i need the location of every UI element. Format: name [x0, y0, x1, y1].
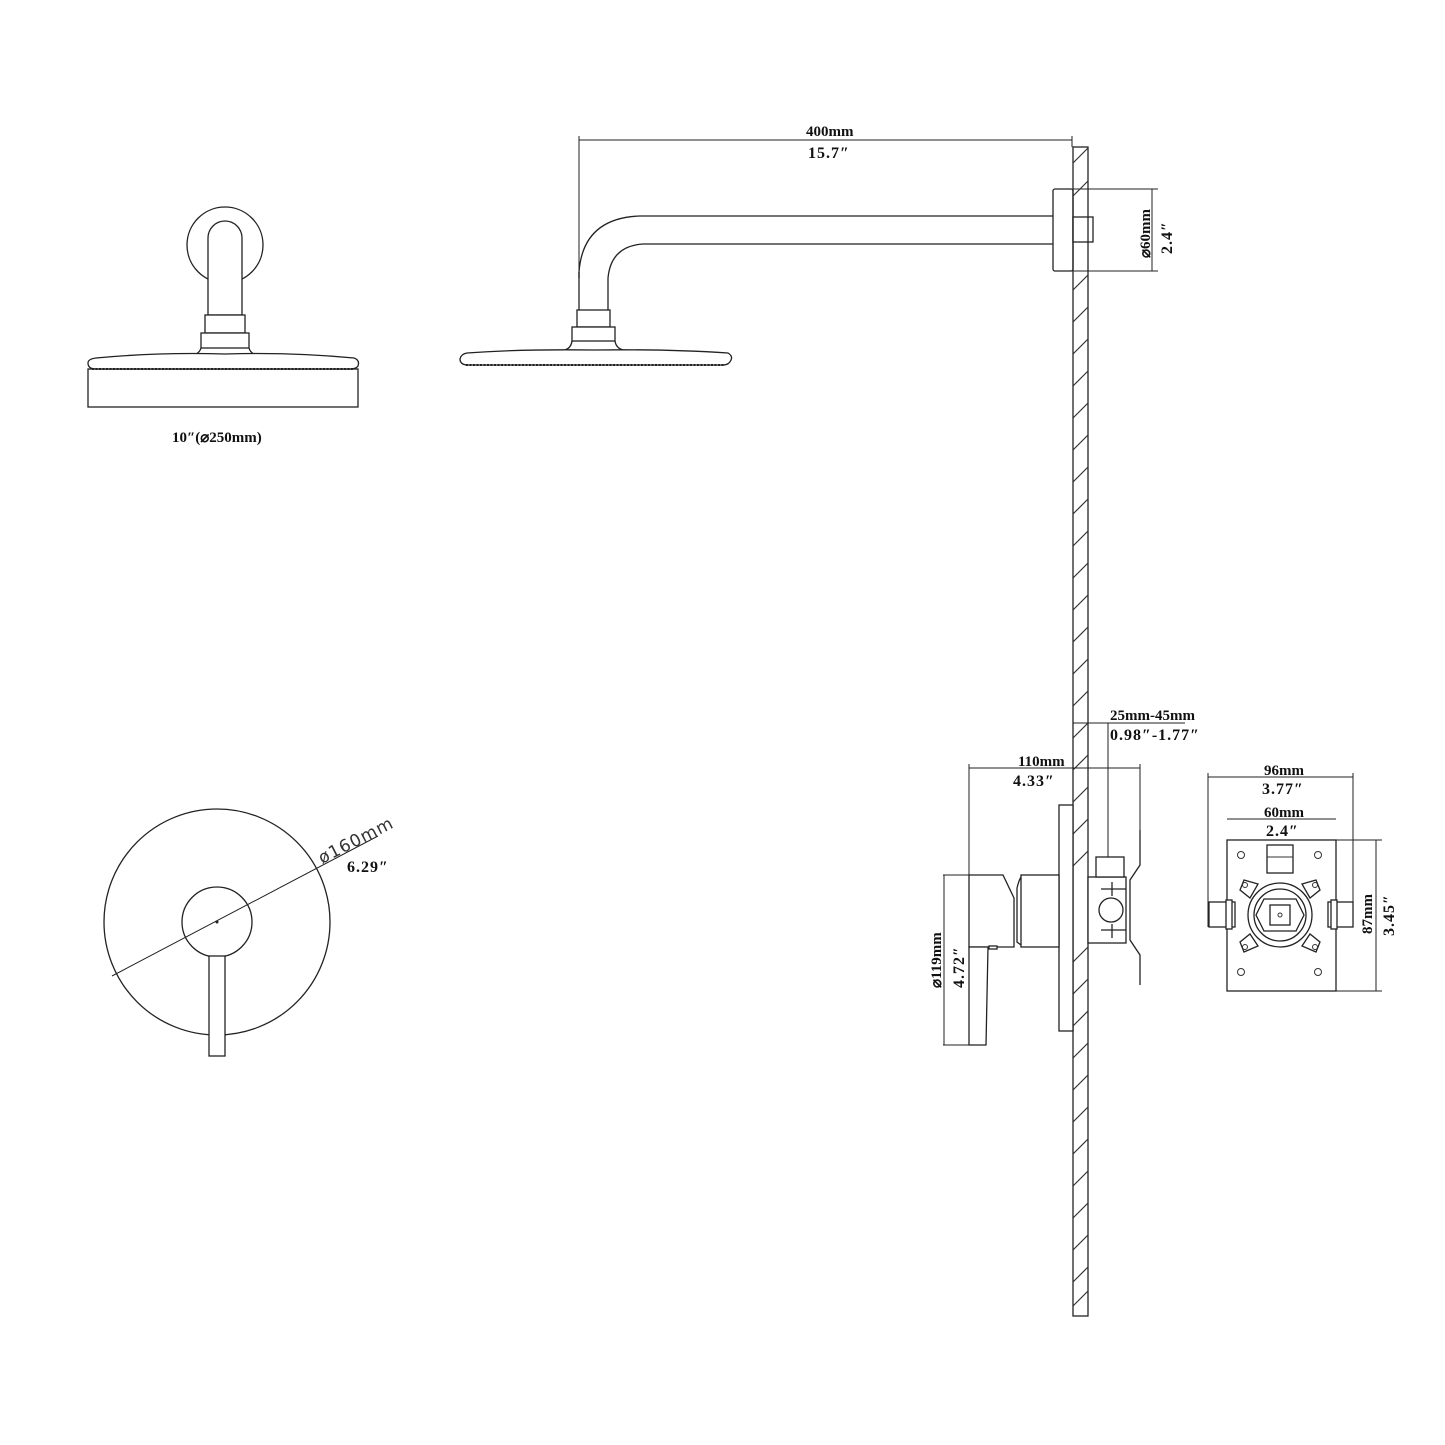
pipe-right-ring: [1330, 899, 1338, 930]
body-height-mm: 87mm: [1360, 894, 1376, 934]
valve-center-dot: [1277, 912, 1283, 918]
wall-hatching: [1072, 147, 1089, 1307]
trim-dia-dim-line: [111, 835, 379, 977]
inner-width-in: 2.4″: [1266, 823, 1299, 840]
valve-hex-nut: [1255, 898, 1305, 932]
outlet-top: [1266, 844, 1294, 874]
arm-outer-edge: [578, 215, 1053, 278]
wall-section: [1072, 146, 1089, 1317]
ear-tl: [1239, 879, 1259, 899]
mounting-bracket: [1129, 830, 1141, 985]
valve-body-inner: [1253, 888, 1307, 942]
depth-mm: 110mm: [1018, 754, 1065, 770]
body-height-in: 3.45″: [1381, 894, 1398, 936]
handle-block: [968, 874, 1015, 948]
showerhead-side: [459, 349, 733, 366]
escutcheon-neck: [1016, 876, 1022, 946]
wall-range-mm: 25mm-45mm: [1110, 708, 1195, 724]
escutcheon-body: [1020, 874, 1060, 948]
valve-body-front-view: 96mm 3.77″ 60mm 2.4″: [1207, 763, 1398, 992]
handle-lever: [208, 955, 226, 1057]
plate-dia-in: 4.72″: [951, 946, 968, 988]
body-width-mm: 96mm: [1264, 763, 1304, 779]
ear-hole-bl: [1242, 944, 1248, 950]
connector-fillet-side: [564, 340, 624, 351]
ear-tr: [1301, 879, 1321, 899]
inner-width-mm: 60mm: [1264, 805, 1304, 821]
showerhead-front-view: 10″(⌀250mm): [87, 206, 360, 446]
set-screw: [988, 945, 998, 950]
arm-collar-side: [576, 309, 611, 328]
flange-insert: [1072, 216, 1094, 243]
arm-length-mm: 400mm: [806, 124, 854, 140]
arm-length-in: 15.7″: [808, 145, 850, 162]
trim-dia-in: 6.29″: [347, 859, 389, 876]
connector-side: [571, 326, 616, 342]
ear-hole-br: [1312, 944, 1318, 950]
showerhead-diameter-label: 10″(⌀250mm): [172, 430, 262, 446]
pipe-left-ring: [1225, 899, 1233, 930]
valve-port-circle: [1098, 897, 1124, 923]
arm-collar: [204, 314, 246, 334]
valve-cartridge-square: [1269, 904, 1291, 926]
handle-lever-side: [968, 946, 989, 1046]
mount-hole-br: [1314, 968, 1322, 976]
depth-in: 4.33″: [1013, 773, 1055, 790]
valve-top-outlet: [1095, 856, 1125, 878]
plate-dia-mm: ⌀119mm: [929, 932, 945, 988]
trim-plate-front-view: ø160mm 6.29″: [103, 808, 397, 1057]
arm-front: [207, 220, 243, 316]
wall-flange: [1052, 188, 1074, 272]
ear-bl: [1239, 933, 1259, 953]
center-point: [215, 920, 219, 924]
showerhead-disk-top: [87, 352, 360, 370]
ear-br: [1301, 933, 1321, 953]
shower-arm-side-view: 400mm 15.7″ ⌀60mm 2.4″: [459, 124, 1176, 366]
ear-hole-tr: [1312, 882, 1318, 888]
arm-inner-edge: [607, 243, 1053, 310]
trim-plate-side: [1058, 804, 1074, 1032]
mount-hole-tl: [1237, 851, 1245, 859]
head-connector: [200, 332, 250, 349]
flange-dia-in: 2.4″: [1159, 221, 1176, 254]
wall-outline: [1072, 146, 1089, 1317]
body-width-in: 3.77″: [1262, 781, 1304, 798]
wall-range-in: 0.98″-1.77″: [1110, 727, 1200, 744]
mount-hole-bl: [1237, 968, 1245, 976]
valve-side-view: 25mm-45mm 0.98″-1.77″ 110mm 4.33″ ⌀119mm…: [929, 708, 1200, 1046]
mount-hole-tr: [1314, 851, 1322, 859]
valve-body-outer: [1247, 882, 1313, 948]
flange-dia-mm: ⌀60mm: [1138, 208, 1154, 258]
showerhead-body: [87, 368, 359, 408]
ear-hole-tl: [1242, 882, 1248, 888]
